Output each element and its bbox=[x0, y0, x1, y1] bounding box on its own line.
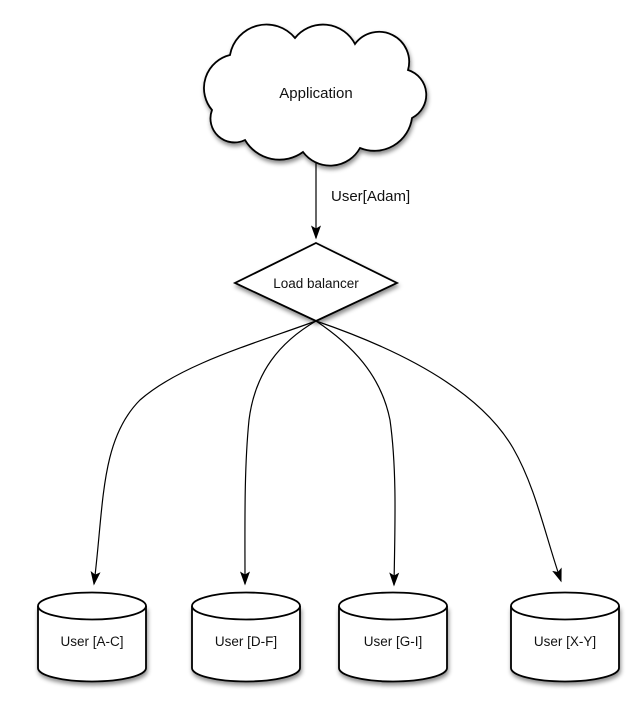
cylinder-body bbox=[510, 606, 620, 683]
shard-ac-label: User [A-C] bbox=[60, 634, 123, 649]
cylinder-top bbox=[37, 591, 147, 621]
cylinder-body bbox=[191, 606, 301, 683]
load-balancer-label: Load balancer bbox=[273, 276, 359, 291]
cylinder-body bbox=[338, 606, 448, 683]
edge-load-balancer-to-shard-xy bbox=[315, 320, 562, 583]
edge-load-balancer-to-shard-gi bbox=[315, 320, 400, 587]
request-edge-label: User[Adam] bbox=[331, 188, 410, 205]
application-node: Application bbox=[203, 23, 428, 167]
diamond-shape bbox=[232, 241, 400, 322]
edge-group bbox=[90, 158, 562, 587]
shard-node-ac: User [A-C] bbox=[37, 591, 147, 683]
cylinder-top bbox=[510, 591, 620, 621]
cloud-shape bbox=[203, 23, 428, 167]
cylinder-body bbox=[37, 606, 147, 683]
cylinder-top bbox=[338, 591, 448, 621]
shard-xy-label: User [X-Y] bbox=[534, 634, 596, 649]
shard-gi-label: User [G-I] bbox=[364, 634, 423, 649]
load-balancer-node: Load balancer bbox=[232, 241, 400, 322]
cylinder-top bbox=[191, 591, 301, 621]
edge-load-balancer-to-shard-df bbox=[239, 320, 317, 586]
shard-node-gi: User [G-I] bbox=[338, 591, 448, 683]
shard-node-xy: User [X-Y] bbox=[510, 591, 620, 683]
shard-df-label: User [D-F] bbox=[215, 634, 277, 649]
application-label: Application bbox=[279, 85, 352, 102]
shard-node-df: User [D-F] bbox=[191, 591, 301, 683]
edge-load-balancer-to-shard-ac bbox=[90, 320, 317, 586]
